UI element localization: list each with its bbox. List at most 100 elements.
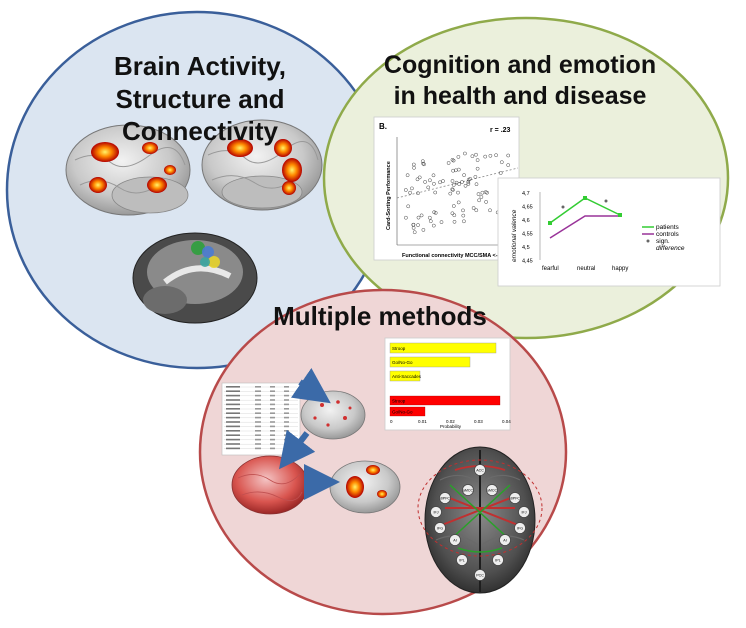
emotion-category: neutral [577, 266, 595, 272]
bar-x-tick: 0.03 [474, 419, 483, 424]
scatter-point [452, 219, 457, 224]
emotion-category: happy [612, 266, 628, 272]
scatter-point [462, 173, 466, 177]
brain-title-line2: Structure and Connectivity [115, 83, 285, 147]
scatter-point [431, 223, 436, 228]
scatter-point [419, 213, 424, 218]
connectivity-node-label: aMCC [463, 489, 474, 493]
scatter-point [420, 159, 425, 164]
scatter-point [483, 154, 488, 159]
yellow-bar-label: Go/No-Go [392, 360, 413, 365]
scatter-point [452, 213, 457, 218]
red-bar [389, 395, 501, 406]
scatter-point [405, 173, 410, 178]
methods-circle-title: Multiple methods [250, 300, 510, 333]
scatter-point [480, 190, 485, 195]
yellow-bar [389, 370, 421, 382]
connectivity-node [462, 484, 474, 496]
connectivity-node-label: AI [503, 539, 506, 543]
scatter-point [450, 187, 455, 192]
scatter-xlabel: Functional connectivity MCC/SMA <-> lef [402, 253, 509, 259]
connectivity-node [449, 534, 461, 546]
scatter-point [456, 155, 461, 159]
scatter-point [450, 211, 455, 216]
scatter-point [499, 160, 504, 165]
legend-sign-2: difference [656, 245, 685, 252]
scatter-panel: B. r = .23 Card-Sorting Performance Func… [373, 116, 520, 261]
emotion-y-tick: 4,55 [522, 232, 533, 238]
scatter-point [461, 213, 466, 218]
scatter-point [451, 158, 456, 163]
legend-patients: patients [656, 224, 680, 231]
scatter-point [453, 168, 458, 173]
scatter-panel-label: B. [379, 122, 387, 131]
scatter-point [506, 163, 511, 167]
scatter-point [439, 220, 444, 224]
scatter-point [466, 180, 471, 184]
connectivity-node [492, 554, 504, 566]
emotion-category: fearful [542, 266, 559, 272]
connectivity-node-label: IPL [495, 559, 500, 563]
scatter-point [451, 168, 455, 173]
connectivity-node [509, 492, 521, 504]
connectivity-node [514, 522, 526, 534]
yellow-bar-label: Stroop [392, 346, 406, 351]
scatter-point [415, 177, 420, 182]
scatter-point [451, 188, 455, 192]
scatter-point [456, 200, 461, 205]
scatter-point [426, 185, 431, 190]
cognition-title-line2: in health and disease [393, 82, 647, 111]
connectivity-node-label: aMCC [487, 489, 498, 493]
legend-sign-1: sign. [656, 238, 670, 245]
connectivity-node-label: AI [453, 539, 456, 543]
scatter-point [406, 204, 411, 209]
emotion-y-ticks: 4,74,654,64,554,54,45 [522, 191, 533, 265]
scatter-point [474, 152, 478, 157]
scatter-point [421, 228, 426, 232]
connectivity-node [474, 464, 486, 476]
controls-line [549, 215, 620, 239]
scatter-point [412, 165, 416, 170]
scatter-point [412, 230, 417, 235]
bar-xlabel: Probability [440, 424, 462, 429]
cognition-circle-title: Cognition and emotion in health and dise… [350, 50, 690, 113]
emotion-y-tick: 4,5 [522, 245, 530, 251]
scatter-point [471, 206, 476, 210]
scatter-point [408, 190, 412, 195]
scatter-point [416, 215, 421, 220]
scatter-r-label: r = .23 [490, 127, 511, 134]
connectivity-node-label: IFJ [522, 511, 527, 515]
scatter-point [477, 198, 481, 203]
connectivity-node-label: PCC [476, 574, 484, 578]
emotion-y-tick: 4,45 [522, 259, 533, 265]
connectivity-node [518, 506, 530, 518]
scatter-point [466, 182, 471, 186]
scatter-point [484, 200, 488, 204]
red-bar [389, 406, 426, 417]
emotion-y-tick: 4,6 [522, 218, 530, 224]
scatter-point [475, 158, 480, 162]
scatter-point [463, 183, 468, 188]
scatter-ylabel: Card-Sorting Performance [386, 161, 392, 230]
connectivity-node [486, 484, 498, 496]
methods-brain-activation [329, 460, 401, 514]
scatter-point [423, 180, 427, 184]
scatter-point [450, 179, 455, 183]
emotion-categories: fearful neutral happy [542, 266, 628, 272]
cognition-title-line1: Cognition and emotion [383, 51, 657, 79]
connectivity-node [439, 492, 451, 504]
connectivity-node [434, 522, 446, 534]
emotion-y-tick: 4,65 [522, 205, 533, 211]
red-bar-label: Stroop [392, 399, 406, 404]
sign-markers [561, 199, 608, 209]
scatter-point [474, 182, 479, 187]
scatter-point [421, 161, 426, 166]
connectivity-node [474, 569, 486, 581]
connectivity-node-label: dlPFC [510, 497, 520, 501]
scatter-point [432, 181, 436, 186]
